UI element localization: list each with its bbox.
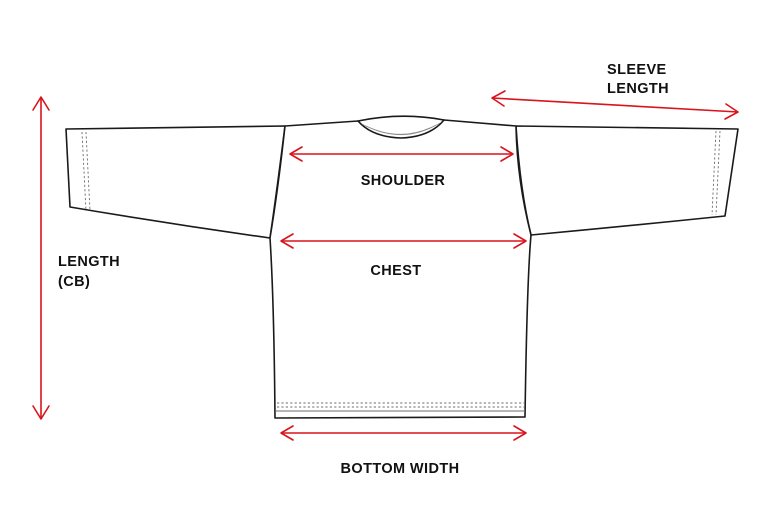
length-cb-arrow	[32, 96, 50, 420]
left-sleeve	[65, 125, 286, 239]
sleeve-length-label-line1: SLEEVE	[607, 62, 667, 78]
right-sleeve	[515, 125, 739, 236]
collar	[357, 115, 445, 139]
length-label-line2: (CB)	[58, 274, 90, 290]
measurement-arrows	[32, 90, 739, 441]
sleeve-length-label-line2: LENGTH	[607, 81, 669, 97]
bottom-width-label: BOTTOM WIDTH	[341, 461, 460, 477]
chest-arrow	[280, 233, 527, 249]
chest-label: CHEST	[370, 263, 421, 279]
shoulder-label: SHOULDER	[361, 173, 446, 189]
right-cuff-seam	[711, 130, 717, 216]
collar-rib-inner	[365, 124, 437, 135]
bottom-width-arrow	[280, 425, 527, 441]
right-cuff-seam-2	[715, 130, 721, 216]
shoulder-arrow	[289, 146, 514, 162]
measurement-labels: SLEEVE LENGTH SHOULDER CHEST LENGTH (CB)…	[58, 62, 669, 477]
sweater-illustration	[65, 115, 739, 419]
sleeve-length-arrow	[491, 90, 739, 120]
length-label-line1: LENGTH	[58, 254, 120, 270]
